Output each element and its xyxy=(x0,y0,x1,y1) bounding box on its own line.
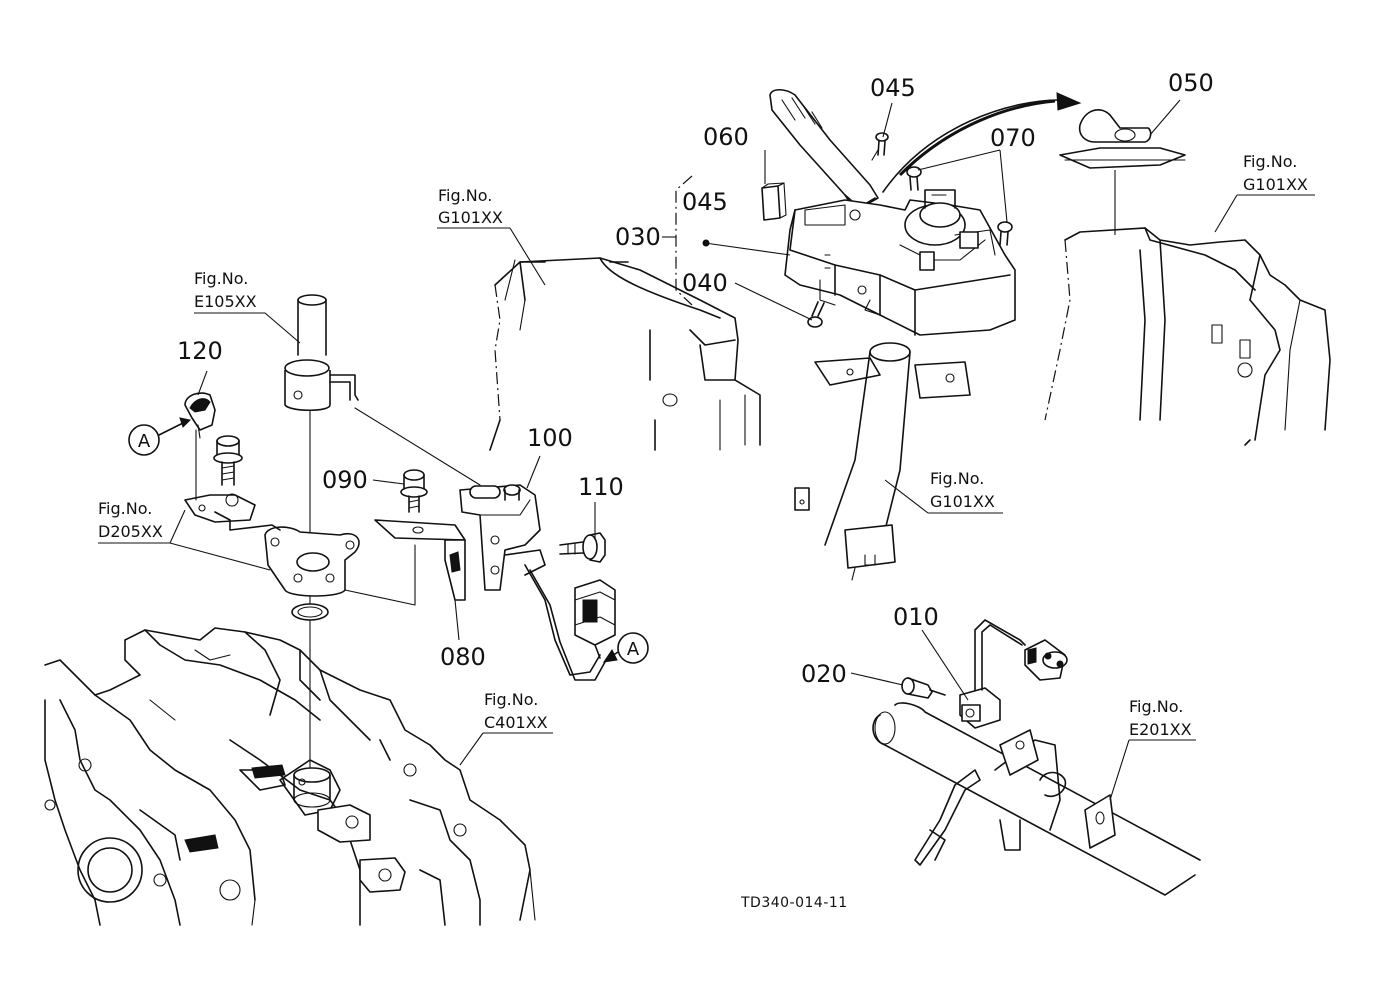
clip-120 xyxy=(184,392,216,501)
bolt-090 xyxy=(400,469,428,513)
center-console-housing xyxy=(489,257,761,451)
transfer-arrow xyxy=(882,99,1061,193)
svg-text:G101XX: G101XX xyxy=(438,208,503,227)
svg-text:Fig.No.: Fig.No. xyxy=(98,499,152,518)
right-console-housing xyxy=(1044,227,1331,446)
svg-text:Fig.No.: Fig.No. xyxy=(1243,152,1297,171)
figref-d205: Fig.No. D205XX xyxy=(98,499,163,541)
svg-text:G101XX: G101XX xyxy=(930,492,995,511)
frame-tube xyxy=(872,702,1201,896)
svg-text:Fig.No.: Fig.No. xyxy=(1129,697,1183,716)
part-number-100: 100 xyxy=(527,424,573,452)
part-number-010: 010 xyxy=(893,603,939,631)
sensor-100 xyxy=(459,484,606,681)
svg-text:G101XX: G101XX xyxy=(1243,175,1308,194)
figref-e201: Fig.No. E201XX xyxy=(1129,697,1192,739)
svg-text:D205XX: D205XX xyxy=(98,522,163,541)
screw-070-a xyxy=(906,166,922,191)
part-number-040: 040 xyxy=(682,269,728,297)
screw-070-b xyxy=(997,221,1013,246)
part-number-050: 050 xyxy=(1168,69,1214,97)
transmission-housing xyxy=(44,627,536,926)
rod-link-line xyxy=(354,407,481,486)
svg-text:Fig.No.: Fig.No. xyxy=(194,269,248,288)
figref-g101-mid: Fig.No. G101XX xyxy=(930,469,995,511)
switch-010 xyxy=(959,619,1068,729)
svg-text:E201XX: E201XX xyxy=(1129,720,1192,739)
part-number-020: 020 xyxy=(801,660,847,688)
screw-020 xyxy=(901,677,946,699)
figref-c401: Fig.No. C401XX xyxy=(484,690,548,732)
knob-050 xyxy=(1059,109,1186,169)
connector-a xyxy=(574,579,616,659)
part-number-070: 070 xyxy=(990,124,1036,152)
arrow-shaft-bold xyxy=(898,99,1056,177)
svg-text:C401XX: C401XX xyxy=(484,713,548,732)
bracket-080 xyxy=(344,519,466,606)
svg-text:Fig.No.: Fig.No. xyxy=(484,690,538,709)
transfer-arrow-head xyxy=(1056,92,1082,111)
part-number-110: 110 xyxy=(578,473,624,501)
control-rod xyxy=(284,294,359,781)
svg-text:Fig.No.: Fig.No. xyxy=(930,469,984,488)
bracket-d205 xyxy=(184,493,281,531)
part-number-045-bracket: 045 xyxy=(682,188,728,216)
part-number-080: 080 xyxy=(440,643,486,671)
mounting-plate xyxy=(264,526,360,621)
part-number-090: 090 xyxy=(322,466,368,494)
callout-a-right: A xyxy=(602,632,649,664)
drawing-code: TD340-014-11 xyxy=(740,895,848,911)
block-060 xyxy=(761,182,787,221)
leader-lines xyxy=(98,99,1315,801)
svg-text:E105XX: E105XX xyxy=(194,292,257,311)
part-number-120: 120 xyxy=(177,337,223,365)
part-number-045-top: 045 xyxy=(870,74,916,102)
figref-g101-top: Fig.No. G101XX xyxy=(438,186,503,227)
figref-e105: Fig.No. E105XX xyxy=(194,269,257,311)
bolt-under-120 xyxy=(213,435,243,486)
screw-045-top xyxy=(871,132,889,161)
svg-text:A: A xyxy=(627,639,640,660)
svg-text:A: A xyxy=(138,431,151,452)
screw-040 xyxy=(807,301,825,328)
callout-a-left: A xyxy=(128,417,192,456)
svg-text:Fig.No.: Fig.No. xyxy=(438,186,492,205)
shuttle-switch-assembly xyxy=(769,88,1016,581)
part-number-030: 030 xyxy=(615,223,661,251)
figref-g101-right: Fig.No. G101XX xyxy=(1243,152,1308,194)
bolt-110 xyxy=(559,532,606,563)
part-number-060: 060 xyxy=(703,123,749,151)
